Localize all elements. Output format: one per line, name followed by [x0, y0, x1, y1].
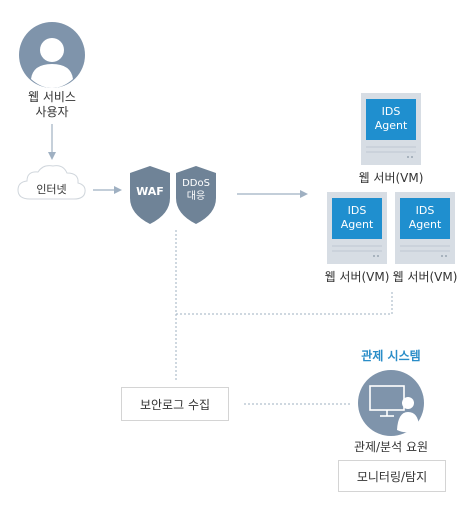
log-collect-label: 보안로그 수집 — [139, 397, 211, 412]
monitor-task-box: 모니터링/탐지 — [338, 460, 446, 492]
server-3 — [395, 192, 455, 264]
operator-monitor-icon — [358, 370, 424, 436]
server-2-agent-line1: IDS — [347, 204, 367, 217]
server-3-name: 웹 서버(VM) — [392, 270, 458, 284]
dotted-connectors — [175, 230, 393, 405]
internet-label: 인터넷 — [36, 183, 67, 196]
user-icon — [19, 22, 85, 88]
server-2-agent-line2: Agent — [340, 218, 374, 231]
log-collect-box: 보안로그 수집 — [121, 387, 229, 421]
server-3-agent-label: IDS Agent — [400, 204, 450, 232]
ddos-label-line2: 대응 — [186, 191, 206, 202]
cloud-icon — [17, 165, 86, 200]
server-3-agent-line2: Agent — [408, 218, 442, 231]
ddos-shield-icon — [176, 166, 216, 224]
server-1-agent-label: IDS Agent — [366, 105, 416, 133]
monitor-system-title: 관제 시스템 — [361, 349, 421, 363]
waf-shield-icon — [130, 166, 170, 224]
server-1-name: 웹 서버(VM) — [358, 171, 424, 185]
server-2-agent-label: IDS Agent — [332, 204, 382, 232]
ddos-label: DDoS 대응 — [176, 177, 216, 203]
server-2-name: 웹 서버(VM) — [324, 270, 390, 284]
arrow-internet-waf — [93, 186, 122, 194]
arrow-ddos-servers — [237, 190, 308, 198]
operator-label: 관제/분석 요원 — [353, 440, 429, 454]
server-1-agent-line1: IDS — [381, 105, 401, 118]
ddos-label-line1: DDoS — [182, 178, 210, 189]
user-label-line1: 웹 서비스 — [28, 90, 76, 104]
arrow-user-internet — [48, 124, 56, 160]
monitor-task-label: 모니터링/탐지 — [356, 469, 428, 484]
server-3-agent-line1: IDS — [415, 204, 435, 217]
user-label-line2: 사용자 — [35, 105, 69, 119]
server-1-agent-line2: Agent — [374, 119, 408, 132]
waf-label: WAF — [136, 185, 164, 198]
server-2 — [327, 192, 387, 264]
user-label: 웹 서비스 사용자 — [22, 90, 82, 120]
server-1 — [361, 93, 421, 165]
